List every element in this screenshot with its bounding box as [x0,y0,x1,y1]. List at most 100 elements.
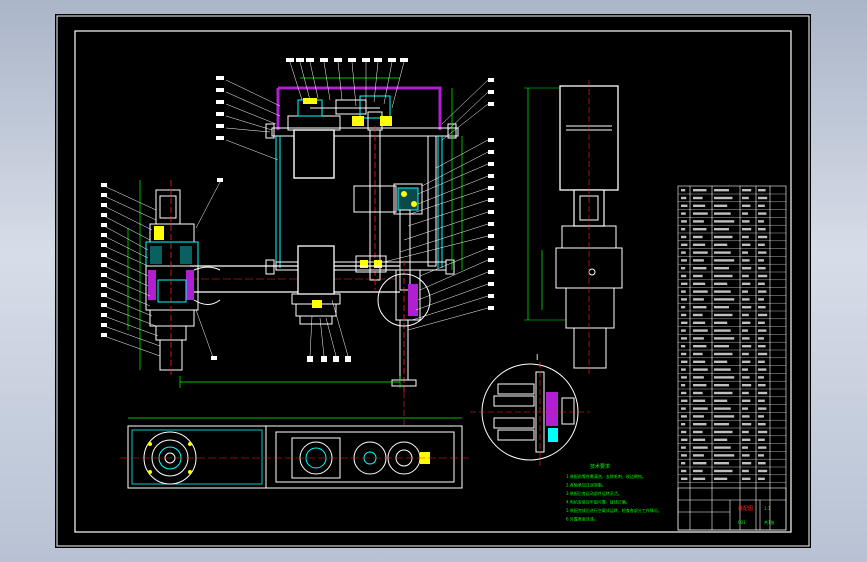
table-cell-text [714,313,733,317]
table-cell-text [714,438,728,441]
table-cell-text [681,415,687,418]
table-cell-text [742,352,749,356]
table-cell-text [742,220,750,223]
table-cell-text [681,360,688,363]
dimension-lines [127,77,463,388]
table-cell-text [758,415,764,418]
table-cell-text [681,368,686,371]
table-cell-text [693,212,708,215]
table-cell-text [714,298,735,301]
table-cell-text [714,282,728,285]
tech-requirement-line: 5.装配完成后进行空载试运转，检查各部分工作情况。 [566,507,662,513]
part-balloons [101,58,494,362]
table-cell-text [681,313,687,317]
table-cell-text [681,345,686,348]
table-cell-text [758,407,767,410]
table-cell-text [693,438,706,441]
table-cell-text [693,196,703,200]
table-cell-text [693,321,706,324]
table-cell-text [693,228,707,231]
part-leader-lines [103,61,489,361]
table-cell-text [758,212,767,215]
table-cell-text [681,469,687,473]
table-cell-text [742,446,748,449]
table-cell-text [742,282,751,285]
table-cell-text [681,337,687,340]
table-cell-text [714,430,733,434]
table-cell-text [681,391,687,395]
table-cell-text [758,376,764,379]
table-cell-text [758,430,768,434]
table-cell-text [681,399,688,402]
table-cell-text [758,282,765,285]
table-cell-text [714,469,733,473]
horizontal-arm [190,245,400,325]
table-cell-text [693,235,703,239]
table-cell-text [758,391,768,395]
table-cell-text [742,462,752,465]
table-cell-text [693,282,706,285]
table-cell-text [742,415,750,418]
table-cell-text [758,477,765,480]
table-cell-text [758,228,766,231]
table-cell-text [681,298,687,301]
table-cell-text [714,243,728,246]
table-cell-text [714,376,735,379]
table-cell-text [758,438,765,441]
table-cell-text [693,243,706,246]
table-cell-text [693,399,706,402]
detail-view-i: I [470,353,590,466]
right-guide-rod [355,135,437,291]
table-cell-text [714,212,731,215]
table-cell-text [742,430,749,434]
table-cell-text [681,212,686,215]
table-cell-text [714,267,729,270]
table-cell-text [742,321,751,324]
table-cell-text [714,228,729,231]
table-cell-text [714,306,729,309]
title-block-sheet: 共1张 [764,519,775,525]
table-cell-text [714,454,735,457]
table-cell-text [758,360,765,363]
sheet-background [55,14,811,548]
tech-requirement-line: 2.各轴承加注润滑脂。 [566,482,606,488]
table-cell-text [681,321,688,324]
table-cell-text [714,368,731,371]
table-cell-text [693,329,708,332]
table-cell-text [681,228,686,231]
table-cell-text [693,189,707,192]
table-cell-text [681,407,686,410]
table-cell-text [742,337,750,340]
table-cell-text [714,415,735,418]
table-cell-text [758,235,768,239]
table-cell-text [681,454,687,457]
table-cell-text [681,329,686,332]
table-cell-text [758,469,768,473]
table-cell-text [758,196,768,200]
table-cell-text [693,469,703,473]
table-cell-text [693,477,706,480]
table-cell-text [681,446,686,449]
table-cell-text [693,220,704,223]
table-cell-text [742,469,749,473]
table-cell-text [758,384,766,387]
table-cell-text [758,423,766,426]
table-cell-text [742,251,748,254]
table-cell-text [681,282,688,285]
table-cell-text [758,290,767,293]
table-cell-text [681,189,686,192]
table-cell-text [742,399,751,402]
table-cell-text [714,321,728,324]
table-cell-text [758,345,766,348]
table-cell-text [693,204,706,207]
side-view [524,80,623,374]
table-cell-text [742,228,752,231]
table-cell-text [693,462,707,465]
table-cell-text [758,321,765,324]
table-cell-text [693,290,708,293]
tech-requirement-line: 3.装配后各运动部件运转灵活。 [566,490,622,496]
table-cell-text [693,306,707,309]
plan-view [120,392,470,489]
table-cell-text [693,415,704,418]
table-cell-text [714,399,728,402]
